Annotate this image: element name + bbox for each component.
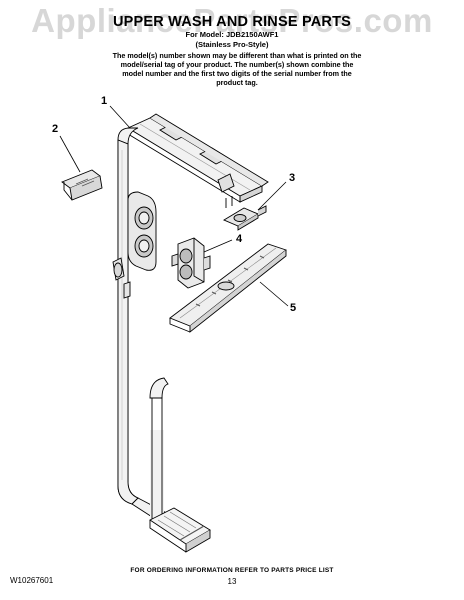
part-2-bracket <box>61 169 103 201</box>
style-line: (Stainless Pro-Style) <box>195 40 269 49</box>
part-1-wash-tube <box>112 113 269 553</box>
part-5-spray-arm <box>169 243 287 333</box>
part-3-coupling <box>223 205 267 231</box>
ordering-info: FOR ORDERING INFORMATION REFER TO PARTS … <box>130 567 334 574</box>
page-number: 13 <box>227 577 237 586</box>
model-line: For Model: JDB2150AWF1 <box>185 30 279 39</box>
model-note: The model(s) number shown may be differe… <box>112 51 362 87</box>
manifold-plate <box>127 191 157 271</box>
page-title: UPPER WASH AND RINSE PARTS <box>112 14 352 30</box>
callout-3: 3 <box>289 172 296 184</box>
part-4-diverter <box>171 237 211 289</box>
watermark-text: AppliancePartsPros.com <box>31 2 433 39</box>
leader-lines <box>59 105 289 307</box>
callout-1: 1 <box>101 95 108 107</box>
callout-2: 2 <box>52 123 59 135</box>
callout-5: 5 <box>290 302 297 314</box>
document-number: W10267601 <box>10 576 54 585</box>
callout-4: 4 <box>236 233 243 245</box>
